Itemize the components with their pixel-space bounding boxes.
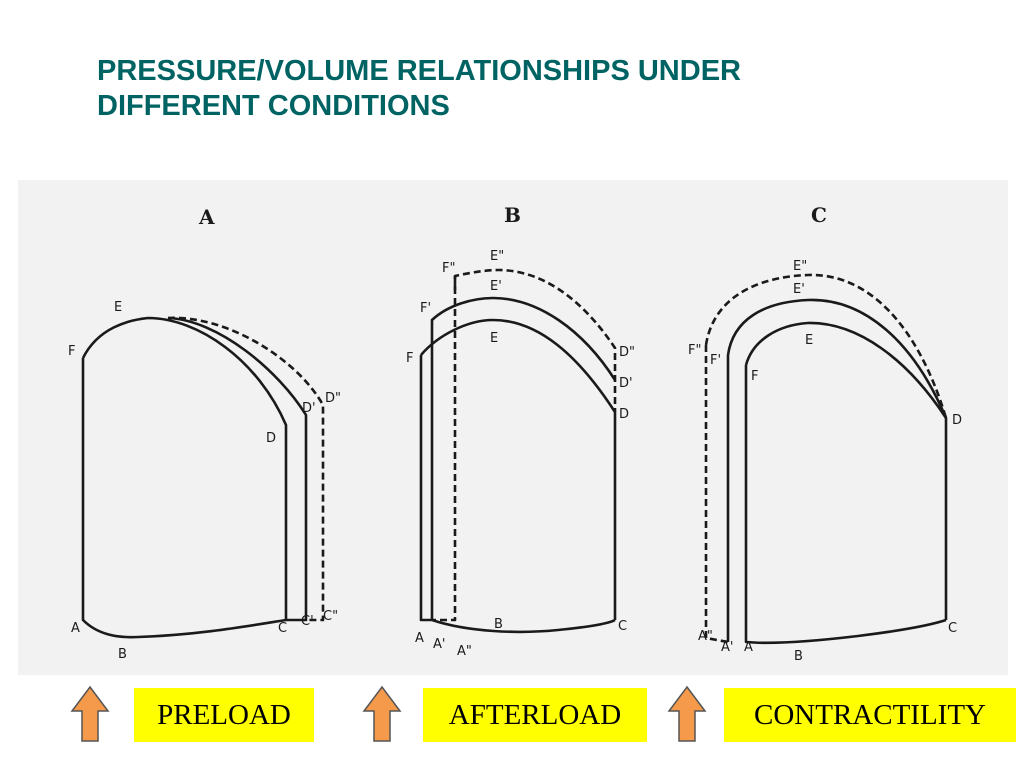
panel-b-point-d: D bbox=[619, 407, 629, 422]
panel-c-point-d: D bbox=[952, 413, 962, 428]
panel-b-point-f2: F" bbox=[442, 261, 455, 276]
panel-b-point-d2: D" bbox=[619, 345, 635, 360]
panel-c-point-e1: E' bbox=[793, 282, 805, 297]
panel-c-point-a1: A' bbox=[721, 640, 733, 655]
afterload-label: AFTERLOAD bbox=[423, 688, 647, 742]
panel-a-point-c: C bbox=[278, 621, 287, 636]
panel-b-loop-base bbox=[420, 318, 617, 620]
panel-b-loop-double-prime-side bbox=[432, 276, 457, 622]
panel-c-loop-bottom bbox=[744, 365, 947, 645]
panel-a-point-d: D bbox=[266, 431, 276, 446]
panel-c-loop-double-prime-side bbox=[704, 345, 729, 644]
panel-b-point-e: E bbox=[490, 331, 498, 346]
panel-a-loop-bottom bbox=[81, 358, 287, 639]
panel-a-point-b: B bbox=[118, 647, 127, 662]
panel-b-loop-double-prime bbox=[453, 268, 617, 412]
panel-c-loop-prime bbox=[726, 298, 948, 419]
panel-a-point-f: F bbox=[68, 344, 75, 359]
panel-c-point-a: A bbox=[744, 640, 753, 655]
panel-b-point-a1: A' bbox=[433, 637, 445, 652]
panel-b-point-a: A bbox=[415, 631, 424, 646]
panel-b-loop-bottom bbox=[419, 355, 616, 634]
panel-a-loop-prime bbox=[167, 316, 308, 622]
panel-c-loops bbox=[704, 273, 948, 645]
panel-a-loop-base bbox=[81, 316, 288, 620]
title-line-1: PRESSURE/VOLUME RELATIONSHIPS UNDER bbox=[97, 55, 741, 87]
panel-c-point-e: E bbox=[805, 333, 813, 348]
page-title: PRESSURE/VOLUME RELATIONSHIPS UNDER DIFF… bbox=[97, 54, 937, 124]
pv-loops-svg: A F E D D' D" A B C C' C" B F" E" F' E' … bbox=[18, 180, 1008, 675]
contractility-label: CONTRACTILITY bbox=[724, 688, 1016, 742]
up-arrow-icon bbox=[362, 685, 402, 743]
up-arrow-icon bbox=[667, 685, 707, 743]
panel-b-loop-prime bbox=[430, 296, 617, 381]
panel-c-point-f: F bbox=[751, 369, 758, 384]
panel-c-point-f2: F" bbox=[688, 343, 701, 358]
panel-c-point-f1: F' bbox=[710, 353, 721, 368]
figure-background bbox=[18, 180, 1008, 675]
panel-c-point-e2: E" bbox=[793, 259, 807, 274]
panel-c-loop-base bbox=[744, 321, 948, 620]
panel-a-point-e: E bbox=[114, 300, 122, 315]
panel-b-point-b: B bbox=[494, 617, 503, 632]
panel-a-point-a: A bbox=[71, 621, 80, 636]
panel-a-point-d2: D" bbox=[325, 391, 341, 406]
panel-b-heading: B bbox=[504, 203, 521, 227]
panel-b-point-e2: E" bbox=[490, 249, 504, 264]
panel-b-point-e1: E' bbox=[490, 279, 502, 294]
preload-label: PRELOAD bbox=[134, 688, 314, 742]
up-arrow-icon bbox=[70, 685, 110, 743]
panel-c-point-c: C bbox=[948, 621, 957, 636]
pv-loops-figure: A F E D D' D" A B C C' C" B F" E" F' E' … bbox=[18, 180, 1008, 675]
panel-b-point-f1: F' bbox=[420, 301, 431, 316]
panel-b-loops bbox=[419, 268, 617, 634]
panel-c-point-a2: A" bbox=[698, 629, 713, 644]
panel-b-point-d1: D' bbox=[619, 376, 633, 391]
panel-a-point-d1: D' bbox=[302, 401, 316, 416]
panel-b-point-a2: A" bbox=[457, 644, 472, 659]
panel-a-point-c2: C" bbox=[323, 609, 338, 624]
panel-b-point-c: C bbox=[618, 619, 627, 634]
panel-c-point-b: B bbox=[794, 649, 803, 664]
panel-a-loops bbox=[81, 316, 325, 639]
panel-a-loop-double-prime bbox=[167, 316, 325, 622]
panel-b-point-f: F bbox=[406, 351, 413, 366]
title-line-2: DIFFERENT CONDITIONS bbox=[97, 90, 450, 122]
panel-a-heading: A bbox=[198, 205, 215, 229]
panel-c-heading: C bbox=[811, 203, 827, 227]
panel-a-point-c1: C' bbox=[301, 614, 314, 629]
